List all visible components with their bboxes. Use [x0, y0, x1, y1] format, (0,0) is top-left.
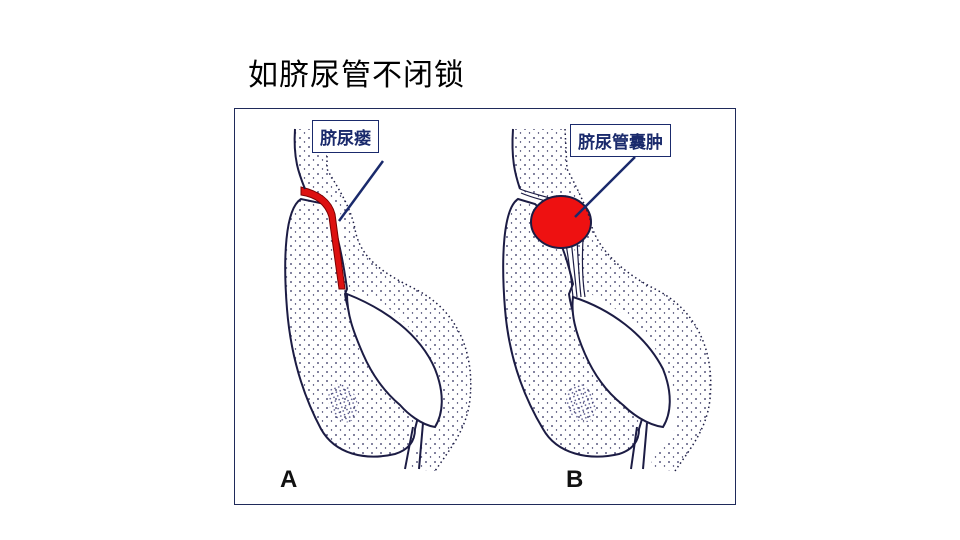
panel-b-urethra: [630, 422, 648, 470]
panel-b-oval-spot: [566, 383, 596, 423]
panel-a-callout-pointer: [337, 160, 385, 222]
panel-b-urachal-cyst: [530, 195, 592, 249]
panel-a-urethra: [404, 422, 424, 470]
panel-b-callout-pointer: [574, 156, 636, 218]
panel-letter-a: A: [280, 466, 298, 493]
callout-urachal-fistula: 脐尿瘘: [312, 120, 379, 153]
anatomy-illustration: [284, 128, 712, 472]
figure-frame: [234, 108, 736, 505]
callout-urachal-cyst: 脐尿管囊肿: [570, 124, 671, 157]
panel-b-urachal-cord: [564, 238, 586, 298]
panel-b-umbilicus-outline: [511, 128, 521, 190]
panel-a-umbilicus-outline: [293, 128, 306, 190]
panel-a-oval-spot: [328, 383, 358, 423]
panel-b-abdominal-wall: [512, 129, 711, 471]
panel-a-drawing: [284, 128, 472, 472]
slide-title: 如脐尿管不闭锁: [248, 58, 465, 93]
panel-a-urachal-fistula: [300, 186, 346, 290]
panel-b-bladder-lumen: [571, 295, 671, 429]
panel-b-drawing: [502, 128, 712, 472]
panel-b-skin-outline: [564, 128, 712, 472]
panel-a-bladder-lumen: [345, 292, 443, 429]
panel-letter-b: B: [566, 466, 584, 493]
panel-a-abdominal-wall: [294, 129, 471, 471]
